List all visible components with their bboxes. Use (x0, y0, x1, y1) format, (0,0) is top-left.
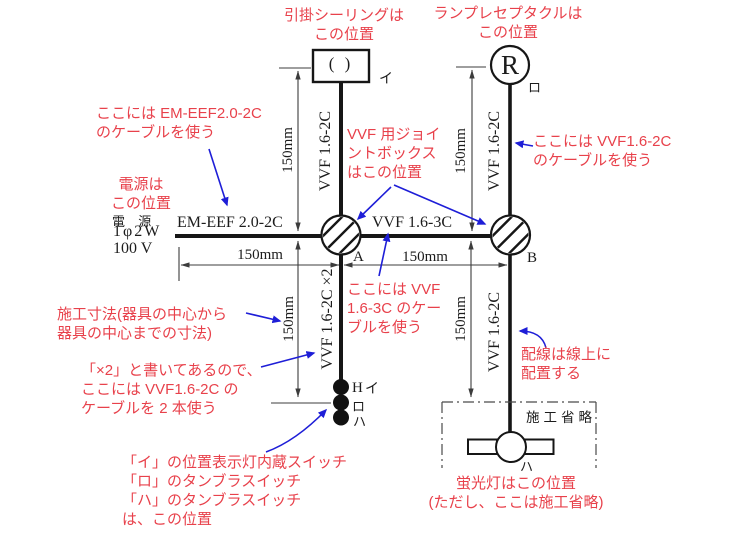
note-line: 「イ」の位置表示灯内蔵スイッチ (122, 454, 348, 471)
lamp-circuit-label-ro: ロ (528, 80, 542, 95)
annotation-arrows (208, 140, 547, 453)
fluorescent-position-note: 蛍光灯はこの位置 (ただし、ここは施工省略) (414, 474, 618, 512)
switch-label-ha: ハ (353, 414, 367, 429)
note-line: はこの位置 (347, 164, 423, 181)
vvf2c-cable-note-right: ここには VVF1.6-2C のケーブルを使う (533, 132, 671, 170)
note-line: この位置 (110, 195, 171, 212)
note-line: ントボックス (347, 145, 437, 162)
fixture-circuit-label-i: イ (379, 72, 393, 87)
switch-position-note: 「イ」の位置表示灯内蔵スイッチ 「ロ」のタンブラスイッチ 「ハ」のタンブラスイッ… (122, 453, 347, 529)
omitted-area-label: 施工省略 (526, 410, 596, 425)
power-voltage-label: 100 V (113, 240, 153, 257)
switch-h-qualifier: H (352, 380, 363, 396)
dimension-lines (178, 66, 508, 404)
fluorescent-circuit-label-ha: ハ (520, 459, 534, 474)
note-line: は、この位置 (122, 511, 213, 528)
note-line: この位置 (313, 26, 374, 43)
note-line: 施工寸法(器具の中心から (57, 306, 227, 323)
dim-150-label-lower-right: 150mm (453, 296, 469, 342)
arrow-vvf2c-right (514, 140, 534, 149)
arrow-jointbox-b (393, 184, 487, 225)
arrow-dimension-note (245, 312, 282, 324)
emeef-cable-note: ここには EM-EEF2.0-2C のケーブルを使う (96, 104, 262, 142)
joint-box-b-label: B (527, 250, 538, 266)
note-line: この位置 (477, 24, 538, 41)
vvf3c-cable-note: ここには VVF 1.6-3C のケー ブルを使う (347, 280, 441, 337)
dim-150-label-h-right: 150mm (402, 249, 448, 265)
vvf2c-label-lower-right: VVF 1.6-2C (486, 292, 503, 373)
dim-150-label-upper-right: 150mm (453, 128, 469, 174)
switch-i-dot (333, 379, 349, 395)
dim-150-label-upper-left: 150mm (280, 127, 296, 173)
note-line: ケーブルを 2 本使う (81, 400, 217, 417)
ceiling-fixture-symbol (311, 48, 371, 84)
receptacle-position-note: ランプレセプタクルは この位置 (422, 4, 594, 42)
note-line: ここには VVF1.6-2C の (81, 381, 239, 398)
joint-box-b-symbol (489, 214, 532, 256)
x2-cable-note: 「×2」と書いてあるので、 ここには VVF1.6-2C の ケーブルを 2 本… (81, 361, 262, 418)
note-line: (ただし、ここは施工省略) (428, 494, 604, 511)
note-line: ブルを使う (347, 319, 423, 336)
note-line: VVF 用ジョイ (347, 126, 441, 143)
dim-150-label-lower-left: 150mm (281, 296, 297, 342)
ceiling-fixture-glyph: ( ) (328, 54, 354, 73)
note-line: ランプレセプタクルは (433, 5, 583, 22)
note-line: 1.6-3C のケー (347, 300, 442, 317)
note-line: 「×2」と書いてあるので、 (81, 362, 262, 379)
vvf2c-label-upper-left: VVF 1.6-2C (317, 111, 334, 192)
joint-box-a-label: A (353, 249, 364, 265)
arrow-wiring-note (518, 327, 547, 349)
arrow-emeef-cable (208, 148, 229, 207)
switch-label-i: イ (365, 382, 379, 397)
switch-ro-dot (333, 394, 349, 411)
switch-ha-dot (333, 409, 349, 426)
arrow-vvf3c (378, 232, 391, 277)
joint-box-a-symbol (320, 214, 362, 256)
note-line: 引掛シーリングは (283, 7, 404, 24)
note-line: 電源は (118, 176, 164, 193)
receptacle-r-glyph: R (500, 50, 519, 80)
note-line: 器具の中心までの寸法) (57, 325, 212, 342)
vvf2c-x2-label-lower-left: VVF 1.6-2C ×2 (319, 268, 336, 370)
arrow-x2-note (260, 351, 316, 368)
note-line: ここには EM-EEF2.0-2C (96, 105, 262, 122)
power-source-word: 電 源 (112, 214, 157, 229)
jointbox-position-note: VVF 用ジョイ ントボックス はこの位置 (347, 125, 440, 182)
lamp-receptacle-symbol (489, 44, 531, 86)
note-line: 蛍光灯はこの位置 (455, 475, 576, 492)
construction-dimension-note: 施工寸法(器具の中心から 器具の中心までの寸法) (57, 305, 227, 343)
ceiling-position-note: 引掛シーリングは この位置 (268, 6, 420, 44)
vvf2c-label-upper-right: VVF 1.6-2C (486, 111, 503, 192)
note-line: ここには VVF1.6-2C (533, 133, 672, 150)
note-line: のケーブルを使う (533, 152, 653, 169)
note-line: のケーブルを使う (96, 124, 216, 141)
switch-symbols (333, 379, 349, 426)
note-line: 配線は線上に (521, 346, 612, 363)
power-phase-label: 1φ2W (113, 223, 162, 240)
switch-label-ro: ロ (352, 399, 366, 414)
arrow-jointbox-a (356, 186, 392, 221)
vvf3c-cable-label: VVF 1.6-3C (372, 214, 453, 231)
emeef-cable-label: EM-EEF 2.0-2C (177, 214, 283, 231)
note-line: 配置する (521, 365, 582, 382)
note-line: 「ロ」のタンブラスイッチ (122, 473, 302, 490)
omitted-area-box (441, 401, 597, 468)
note-line: ここには VVF (347, 281, 441, 298)
power-position-note: 電源は この位置 (102, 175, 180, 213)
dim-150-label-h-left: 150mm (237, 247, 283, 263)
note-line: 「ハ」のタンブラスイッチ (122, 492, 302, 509)
fluorescent-light-symbol (467, 431, 555, 463)
wiring-placement-note: 配線は線上に 配置する (521, 345, 611, 383)
arrow-switch-note (265, 408, 328, 453)
